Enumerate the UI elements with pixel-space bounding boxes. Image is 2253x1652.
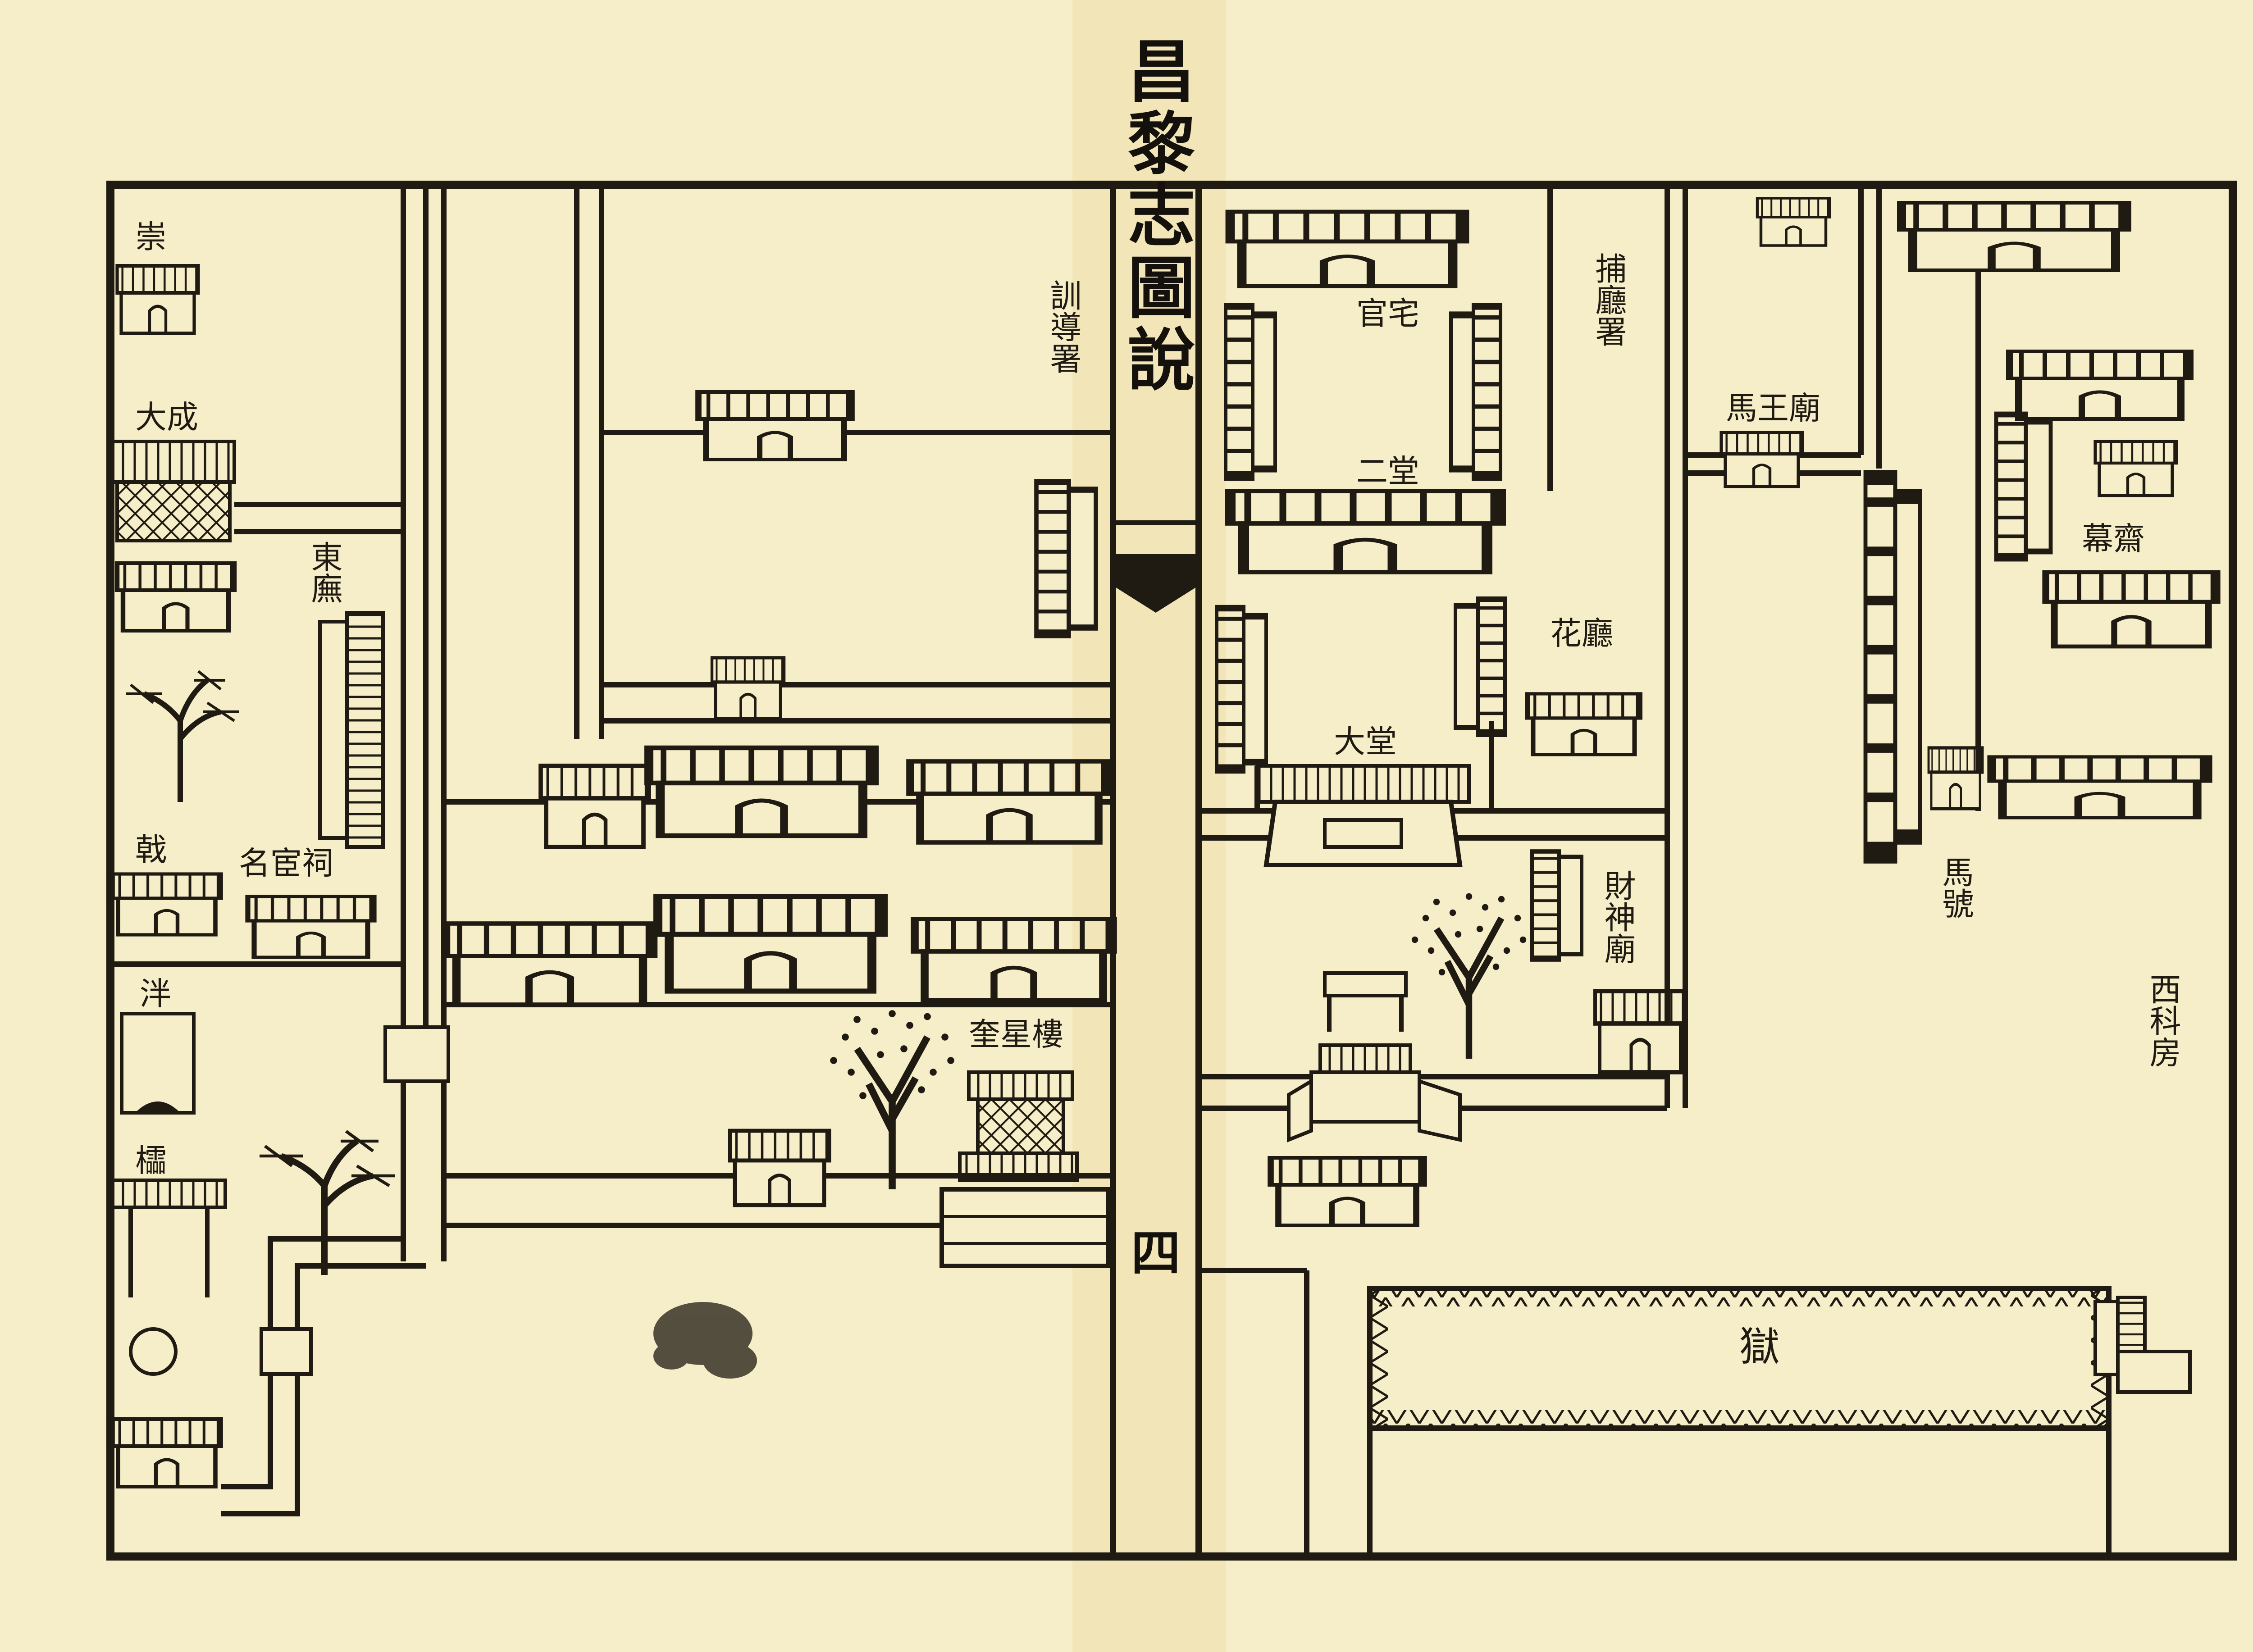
title-column: 昌黎志圖說 四 (1110, 36, 1202, 1556)
ma-hao-small (1929, 748, 1983, 809)
bottom-left-building (113, 1419, 221, 1487)
label-huating: 花廳 (1550, 615, 1613, 652)
map-outer-frame (106, 181, 2237, 1561)
west-side-hall-upper (1226, 306, 1275, 478)
kuixing-tower (940, 1070, 1111, 1268)
caishen-miao-building (1595, 991, 1685, 1072)
label-er-tang: 二堂 (1356, 453, 1419, 490)
east-side-hall-lower (1455, 599, 1505, 734)
label-ma-hao: 馬號 (1937, 856, 1974, 919)
side-gate-left (383, 1025, 450, 1083)
mu-zhai-lower-hall (2046, 572, 2217, 646)
mu-zhai-side-hall (1996, 414, 2051, 559)
ink-blot (653, 1302, 757, 1379)
label-pan: 泮 (140, 975, 171, 1012)
mu-zhai-top-hall (1902, 203, 2127, 270)
fishtail-mark (1113, 554, 1199, 586)
xundao-gate (712, 658, 784, 719)
da-tang-building (1255, 764, 1471, 867)
label-buting-shu: 捕廳署 (1590, 252, 1627, 347)
label-ling: 櫺 (135, 1142, 167, 1179)
page-title: 昌黎志圖說 (1116, 36, 1195, 396)
dacheng-lower-hall (117, 563, 234, 631)
label-mu-zhai: 幕齋 (2082, 520, 2145, 557)
mid-hall-3 (910, 761, 1108, 842)
caishen-side-building (1532, 851, 1582, 960)
mid-hall-2 (649, 748, 874, 836)
yimen-gate (1323, 971, 1408, 1032)
label-xing: 戟 (135, 831, 167, 868)
ma-hao-stable (1865, 478, 1920, 856)
label-kuixing-lou: 奎星樓 (969, 1016, 1063, 1053)
pan-pool-area (120, 1012, 196, 1115)
prison-side-gate (2116, 1350, 2192, 1394)
mu-zhai-upper-hall (2010, 351, 2190, 419)
label-caishen-miao: 財神廟 (1599, 869, 1636, 964)
label-minghuan-ci: 名宦祠 (239, 845, 333, 882)
dongwu-hall (318, 611, 385, 849)
label-dacheng: 大成 (135, 399, 198, 436)
west-side-hall-lower (1217, 608, 1266, 770)
daimen-gate (1271, 1158, 1424, 1225)
xingmen-gate (113, 874, 221, 935)
dacheng-hall (111, 440, 236, 542)
label-dongwu: 東廡 (306, 541, 343, 604)
side-gate-lower (260, 1327, 313, 1376)
small-shrine-top (1757, 198, 1829, 246)
stone-ornament (129, 1327, 178, 1376)
mu-zhai-small-hall (2095, 441, 2176, 496)
chong-hall (117, 266, 198, 333)
label-xundao-shu: 訓導署 (1045, 279, 1082, 374)
east-side-hall-upper (1451, 306, 1500, 478)
lingxing-gate (111, 1179, 227, 1297)
mid-hall-4 (446, 924, 653, 1005)
mawang-miao-building (1721, 432, 1802, 487)
label-xike-fang: 西科房 (2144, 973, 2181, 1068)
middle-gate (730, 1131, 829, 1205)
xundao-main-hall (698, 392, 852, 460)
huating-building (1528, 694, 1640, 755)
mid-hall-6 (915, 919, 1113, 1000)
guan-zhai-building (1230, 212, 1464, 286)
mid-hall-1 (541, 766, 649, 847)
label-mawang-miao: 馬王廟 (1726, 390, 1820, 427)
label-da-tang: 大堂 (1334, 723, 1397, 760)
xundao-side-hall (1036, 482, 1096, 635)
mu-zhai-bottom-hall (1992, 757, 2208, 818)
label-chong: 崇 (135, 218, 167, 255)
page-number: 四 (1131, 1224, 1181, 1282)
label-yu: 獄 (1739, 1323, 1780, 1370)
label-guan-zhai: 官宅 (1356, 295, 1419, 332)
er-tang-building (1230, 491, 1500, 572)
minghuan-ci-building (248, 897, 374, 957)
yimen-main-gate (1287, 1043, 1462, 1142)
mid-hall-5 (658, 897, 883, 991)
